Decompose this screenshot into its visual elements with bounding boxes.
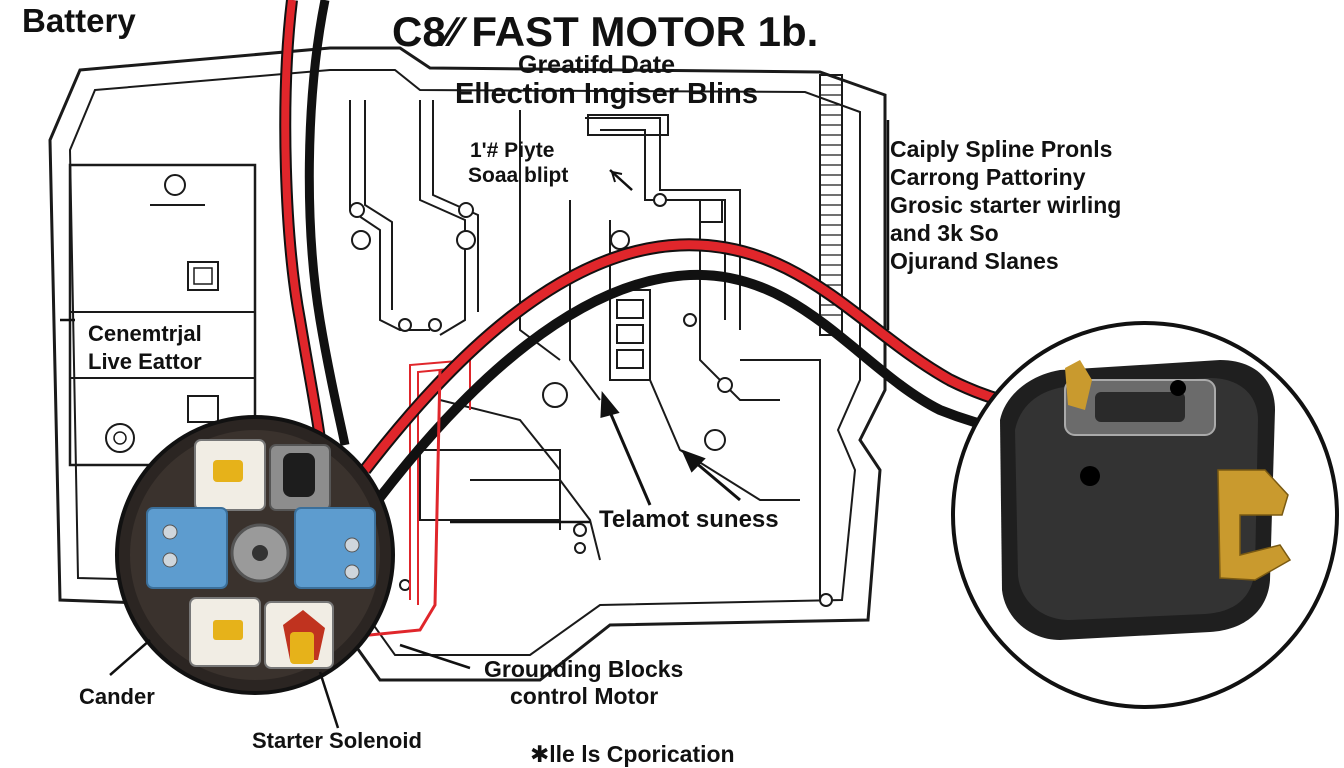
arrow-pointers — [600, 391, 741, 506]
grounding-label-line2: control Motor — [510, 683, 659, 709]
red-wire-lower — [319, 369, 442, 642]
right-note-line-2: Carrong Pattoriny — [890, 164, 1086, 190]
right-note-line-3: Grosic starter wirling — [890, 192, 1122, 218]
left-label-line2: Live Eattor — [88, 349, 202, 374]
grounding-label-line1: Grounding Blocks — [484, 656, 684, 682]
battery-label: Battery — [22, 2, 136, 39]
leader-lines — [60, 120, 890, 729]
black-wire-battery — [304, 0, 350, 446]
left-label-line1: Cenemtrjal — [88, 321, 202, 346]
right-note-line-1: Caiply Spline Pronls — [890, 136, 1113, 162]
red-highlight-trace — [409, 358, 471, 600]
starter-solenoid-label: Starter Solenoid — [252, 728, 422, 753]
right-note-line-5: Ojurand Slanes — [890, 248, 1059, 274]
subtitle-line2: Ellection Ingiser Blins — [455, 78, 758, 110]
subtitle-line1: Greatifd Date — [518, 51, 675, 79]
panel-screw — [105, 423, 135, 453]
panel-knob — [164, 174, 186, 196]
footer-caption: ✱lle ls Cporication — [530, 741, 735, 767]
inner-note-line1: 1'# Piyte — [470, 139, 555, 162]
right-note-line-4: and 3k So — [890, 220, 999, 246]
terminal-block — [115, 415, 395, 695]
inner-note-pointer — [611, 171, 633, 191]
inner-note-line2: Soaa blipt — [468, 164, 569, 187]
page-title: C8⁄⁄ FAST MOTOR 1b. — [392, 8, 819, 55]
panel-connector — [187, 261, 219, 291]
solenoid-detail — [951, 321, 1339, 709]
panel-connector-lower — [187, 395, 219, 423]
circuit-nodes — [349, 193, 833, 607]
center-label: Telamot suness — [597, 506, 781, 533]
cander-label: Cander — [79, 684, 155, 709]
